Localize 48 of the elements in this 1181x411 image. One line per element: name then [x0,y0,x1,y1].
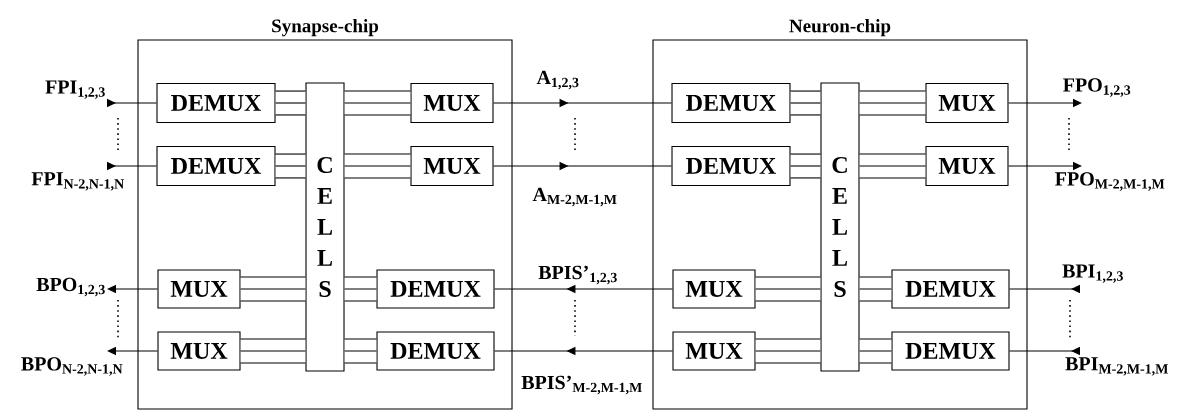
bus-lines [755,338,821,364]
bus-lines [755,276,821,302]
node-label: Neuron-chip [789,19,891,37]
mux-box: DEMUX [156,145,276,187]
bus-lines [859,338,892,364]
mux-box: MUX [410,145,494,187]
edge-label: BPIS’$_{1,2,3}$ [538,265,617,285]
bus-lines [344,153,411,179]
mux-box: MUX [672,331,756,371]
mux-box: DEMUX [376,331,495,371]
bus-lines [859,90,926,116]
bus-lines [275,153,306,179]
signal-label: BPI$_{M-2,M-1,M}$ [1065,357,1168,376]
bus-lines [275,90,306,116]
cells-column: CELLS [820,82,860,372]
cells-column: CELLS [305,82,345,372]
bus-lines [344,90,411,116]
mux-box: MUX [410,82,494,124]
mux-box: DEMUX [671,145,791,187]
bus-lines [859,276,892,302]
bus-lines [344,276,377,302]
signal-label: FPI$_{1,2,3}$ [45,80,105,99]
edge-label: A$_{1,2,3}$ [536,70,579,90]
signal-label: BPO$_{1,2,3}$ [36,277,105,297]
mux-box: MUX [157,269,241,309]
mux-box: MUX [925,82,1009,124]
signal-label: FPI$_{N-2,N-1,N}$ [31,172,124,191]
bus-lines [240,276,306,302]
mux-box: MUX [925,145,1009,187]
bus-lines [790,153,821,179]
signal-label: BPO$_{N-2,N-1,N}$ [21,357,123,376]
mux-box: DEMUX [156,82,276,124]
mux-box: DEMUX [376,269,495,309]
edge-label: BPIS’$_{M-2,M-1,M}$ [521,375,642,395]
node-label: Synapse-chip [272,18,379,37]
signal-label: FPO$_{M-2,M-1,M}$ [1055,172,1165,191]
signal-label: FPO$_{1,2,3}$ [1063,78,1131,97]
mux-box: DEMUX [891,331,1010,371]
mux-box: MUX [157,331,241,371]
bus-lines [859,153,926,179]
mux-box: DEMUX [671,82,791,124]
bus-lines [344,338,377,364]
mux-box: MUX [672,269,756,309]
bus-lines [240,338,306,364]
bus-lines [790,90,821,116]
mux-box: DEMUX [891,269,1010,309]
edge-label: A$_{M-2,M-1,M}$ [532,187,617,207]
signal-label: BPI$_{1,2,3}$ [1062,264,1123,283]
